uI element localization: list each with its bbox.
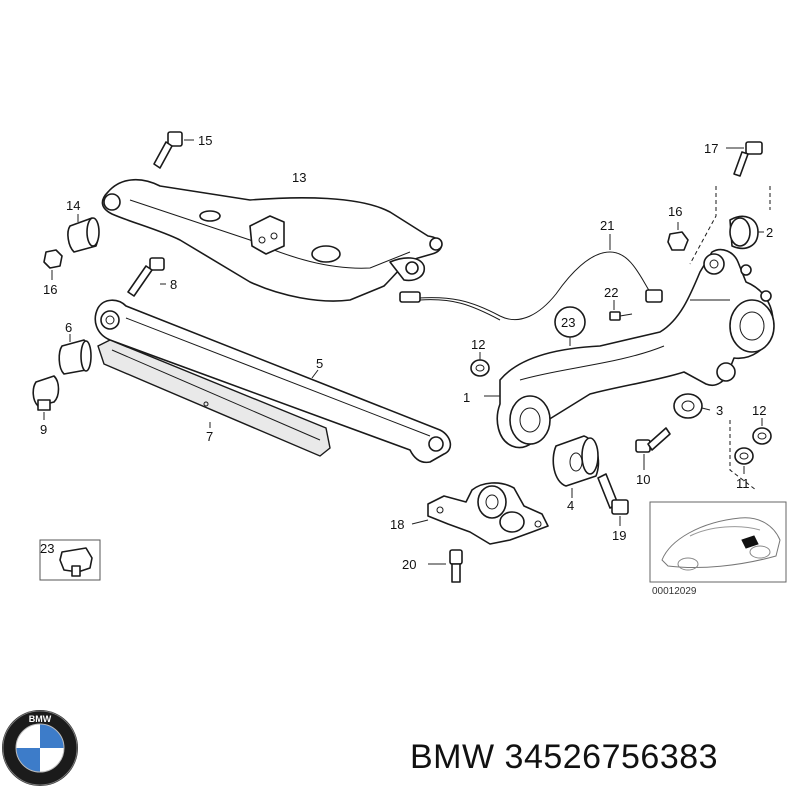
- lateral-link-5: [94, 299, 452, 464]
- nut-12-right: [752, 418, 772, 445]
- callout-22: 22: [604, 285, 618, 300]
- bmw-logo: BMW: [2, 710, 78, 786]
- upper-control-arm: [101, 179, 443, 302]
- bmw-logo-letters: BMW: [29, 714, 52, 724]
- callout-23-main: 23: [561, 315, 575, 330]
- drawing-number: 00012029: [652, 586, 697, 597]
- brand-name: BMW: [410, 738, 495, 776]
- callout-16-left: 16: [43, 282, 57, 297]
- bushing-9: [32, 375, 60, 420]
- washer-11: [729, 420, 757, 491]
- bushing-14: [67, 214, 100, 253]
- callout-16-right: 16: [668, 204, 682, 219]
- callout-4: 4: [567, 498, 574, 513]
- bolt-20: [428, 549, 463, 583]
- callout-1: 1: [463, 390, 470, 405]
- callout-9: 9: [40, 422, 47, 437]
- bolt-19: [597, 473, 629, 526]
- callout-labels: 1 2 3 4 5 6 7 8 9 10 11 12 12 13 14 15 1…: [40, 133, 773, 572]
- bushing-4: [552, 435, 600, 498]
- callout-2: 2: [766, 225, 773, 240]
- callout-11: 11: [736, 476, 750, 491]
- bolt-15: [153, 131, 194, 169]
- clip-23: [554, 306, 586, 346]
- callout-21: 21: [600, 218, 614, 233]
- callout-7: 7: [206, 429, 213, 444]
- callout-15: 15: [198, 133, 212, 148]
- carrier-bushing: [509, 395, 551, 445]
- sensor-cable-21: [399, 234, 663, 321]
- callout-19: 19: [612, 528, 626, 543]
- nut-16-right: [667, 222, 689, 251]
- bolt-22: [609, 300, 633, 321]
- part-number: 34526756383: [504, 738, 719, 776]
- nut-16-left: [43, 249, 63, 280]
- bushing-6: [58, 334, 92, 375]
- callout-12-left: 12: [471, 337, 485, 352]
- callout-5: 5: [316, 356, 323, 371]
- inset-clip-23: [39, 539, 101, 581]
- callout-3: 3: [716, 403, 723, 418]
- bolt-10: [635, 427, 671, 470]
- callout-12-right: 12: [752, 403, 766, 418]
- bolt-17: [689, 141, 771, 265]
- bushing-3: [673, 393, 711, 419]
- callout-8: 8: [170, 277, 177, 292]
- nut-12-left: [470, 352, 490, 377]
- cover-7: [97, 339, 331, 457]
- bushing-2: [729, 215, 764, 250]
- callout-6: 6: [65, 320, 72, 335]
- callout-13: 13: [292, 170, 306, 185]
- vehicle-locator-inset: 00012029: [649, 501, 787, 597]
- bolt-8: [127, 257, 166, 297]
- callout-20: 20: [402, 557, 416, 572]
- callout-23-inset: 23: [40, 541, 54, 556]
- callout-14: 14: [66, 198, 80, 213]
- callout-10: 10: [636, 472, 650, 487]
- part-caption: BMW 34526756383: [410, 738, 718, 777]
- callout-18: 18: [390, 517, 404, 532]
- callout-17: 17: [704, 141, 718, 156]
- mount-18: [411, 482, 549, 545]
